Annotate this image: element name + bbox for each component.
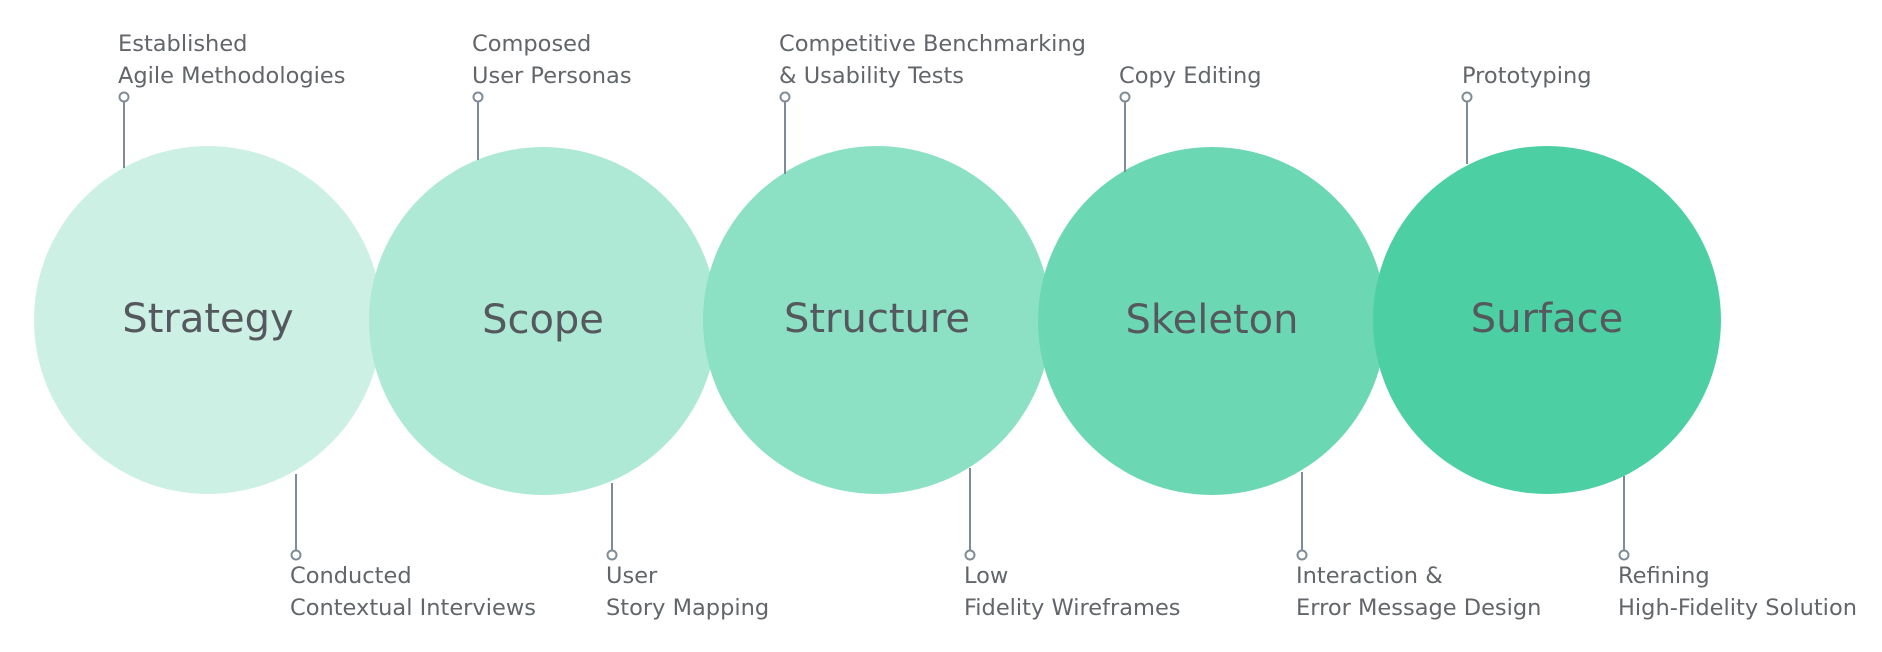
- annotation-line: Low: [964, 563, 1009, 589]
- annotation-line: & Usability Tests: [779, 63, 965, 89]
- top-annotation-skeleton: Copy Editing: [1119, 60, 1262, 92]
- stage-label-strategy: Strategy: [122, 296, 293, 342]
- stage-circle-strategy: [34, 146, 382, 494]
- bottom-annotation-skeleton: Interaction & Error Message Design: [1296, 560, 1541, 624]
- stage-circle-structure: [703, 146, 1051, 494]
- bottom-annotation-surface: Refining High-Fidelity Solution: [1618, 560, 1857, 624]
- annotation-line: User: [606, 563, 658, 589]
- stage-circle-skeleton: [1038, 147, 1386, 495]
- annotation-line: Refining: [1618, 563, 1710, 589]
- annotation-line: Error Message Design: [1296, 595, 1542, 621]
- bottom-connector-strategy: [290, 474, 302, 561]
- top-connector-structure: [779, 91, 791, 174]
- stage-label-skeleton: Skeleton: [1126, 297, 1299, 343]
- annotation-line: Fidelity Wireframes: [964, 595, 1181, 621]
- stage-circle-scope: [369, 147, 717, 495]
- annotation-line: Contextual Interviews: [290, 595, 536, 621]
- top-connector-scope: [472, 91, 484, 160]
- annotation-line: Interaction &: [1296, 563, 1443, 589]
- bottom-connector-scope: [606, 483, 618, 561]
- bottom-connector-structure: [964, 468, 976, 561]
- bottom-annotation-strategy: Conducted Contextual Interviews: [290, 560, 536, 624]
- annotation-line: Established: [118, 31, 248, 57]
- top-connector-surface: [1461, 91, 1473, 164]
- top-annotation-scope: Composed User Personas: [472, 28, 632, 92]
- bottom-connector-surface: [1618, 476, 1630, 561]
- annotation-line: Conducted: [290, 563, 412, 589]
- stage-label-structure: Structure: [784, 296, 970, 342]
- top-annotation-surface: Prototyping: [1462, 60, 1592, 92]
- top-connector-skeleton: [1119, 91, 1131, 172]
- top-annotation-strategy: Established Agile Methodologies: [118, 28, 345, 92]
- annotation-line: Copy Editing: [1119, 63, 1262, 89]
- stage-circle-surface: [1373, 146, 1721, 494]
- annotation-line: User Personas: [472, 63, 632, 89]
- stage-label-scope: Scope: [482, 297, 604, 343]
- top-connector-strategy: [118, 91, 130, 168]
- annotation-line: High-Fidelity Solution: [1618, 595, 1857, 621]
- bottom-annotation-structure: Low Fidelity Wireframes: [964, 560, 1181, 624]
- bottom-annotation-scope: User Story Mapping: [606, 560, 769, 624]
- stage-label-surface: Surface: [1471, 296, 1623, 342]
- bottom-connector-skeleton: [1296, 472, 1308, 561]
- annotation-line: Agile Methodologies: [118, 63, 346, 89]
- annotation-line: Story Mapping: [606, 595, 770, 621]
- annotation-line: Composed: [472, 31, 592, 57]
- top-annotation-structure: Competitive Benchmarking & Usability Tes…: [779, 28, 1086, 92]
- annotation-line: Prototyping: [1462, 63, 1592, 89]
- annotation-line: Competitive Benchmarking: [779, 31, 1086, 57]
